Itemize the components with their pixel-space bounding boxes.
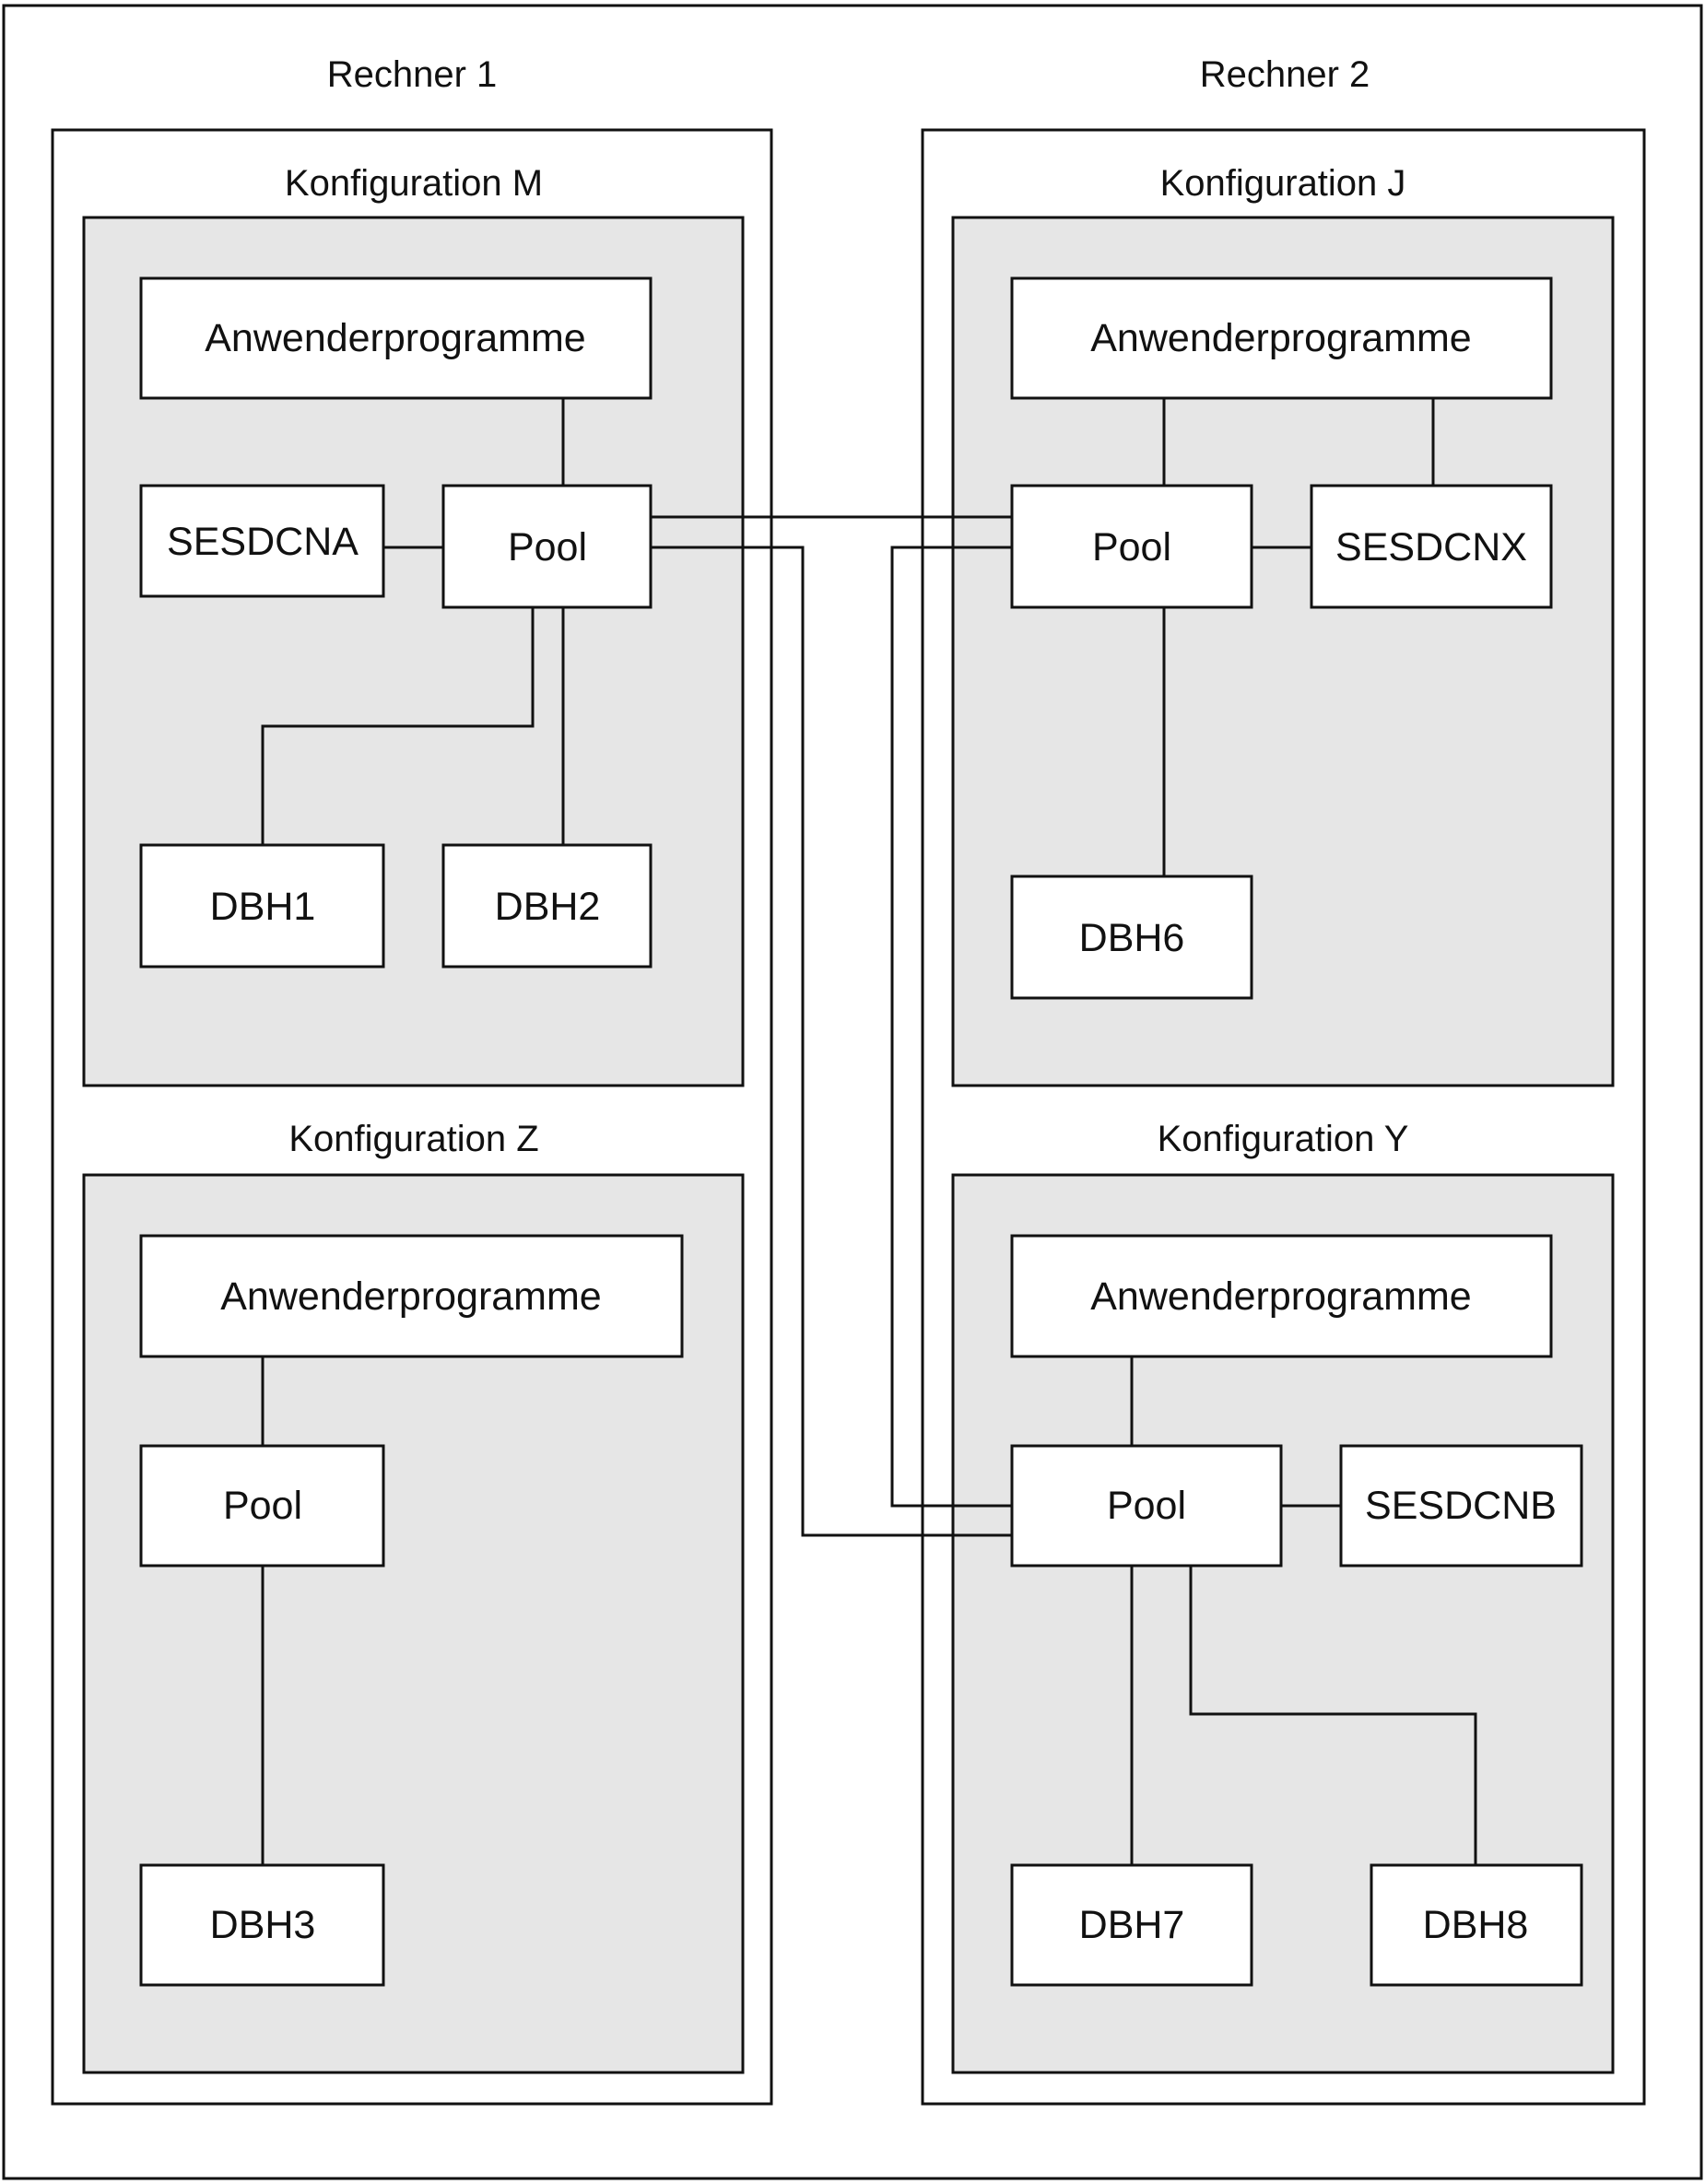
config-y-dbh7-label: DBH7 xyxy=(1079,1903,1185,1947)
config-y-session-label: SESDCNB xyxy=(1365,1484,1557,1528)
config-z-apps-box xyxy=(139,1234,684,1358)
config-m-apps-box xyxy=(139,276,653,400)
config-y-dbh8-label: DBH8 xyxy=(1423,1903,1529,1947)
config-m-dbh2-label: DBH2 xyxy=(495,885,601,929)
config-z-dbh3-label: DBH3 xyxy=(210,1903,316,1947)
config-j-apps-box xyxy=(1010,276,1553,400)
config-j-apps-label: Anwenderprogramme xyxy=(1090,316,1471,360)
config-z-apps-label: Anwenderprogramme xyxy=(220,1274,601,1319)
config-y-apps-box xyxy=(1010,1234,1553,1358)
config-y-dbh8-box xyxy=(1370,1863,1583,1987)
link-pool-j-to-pool-y xyxy=(890,546,1012,1508)
config-m-dbh1-label: DBH1 xyxy=(210,885,316,929)
link-pool-m-to-pool-y xyxy=(651,546,1012,1537)
computer-2-label: Rechner 2 xyxy=(1200,54,1370,95)
config-j-session-box xyxy=(1310,484,1553,609)
config-j-label: Konfiguration J xyxy=(1160,163,1406,204)
config-z-dbh3-box xyxy=(139,1863,385,1987)
config-m-pool-label: Pool xyxy=(508,525,587,569)
config-m-apps-label: Anwenderprogramme xyxy=(205,316,585,360)
config-y-dbh7-box xyxy=(1010,1863,1253,1987)
config-m-label: Konfiguration M xyxy=(285,163,543,204)
link-m-pool-dbh1 xyxy=(261,607,535,845)
config-j-dbh6-box xyxy=(1010,875,1253,1000)
config-j-dbh6-label: DBH6 xyxy=(1079,916,1185,960)
config-y-label: Konfiguration Y xyxy=(1158,1119,1409,1159)
config-m-session-label: SESDCNA xyxy=(167,520,359,564)
config-j-pool-label: Pool xyxy=(1092,525,1171,569)
config-z-pool-box xyxy=(139,1444,385,1568)
computer-1-label: Rechner 1 xyxy=(327,54,498,95)
config-j-pool-box xyxy=(1010,484,1253,609)
config-z-label: Konfiguration Z xyxy=(288,1119,538,1159)
config-y-session-box xyxy=(1339,1444,1583,1568)
page-frame xyxy=(2,4,1703,2180)
config-y-pool-box xyxy=(1010,1444,1283,1568)
config-m-dbh2-box xyxy=(441,843,653,969)
config-z-pool-label: Pool xyxy=(223,1484,302,1528)
config-y-pool-label: Pool xyxy=(1107,1484,1186,1528)
config-m-session-box xyxy=(139,484,385,598)
link-y-pool-dbh8 xyxy=(1189,1566,1477,1865)
config-y-apps-label: Anwenderprogramme xyxy=(1090,1274,1471,1319)
connections xyxy=(261,398,1477,1865)
config-m-pool-box xyxy=(441,484,653,609)
config-j-session-label: SESDCNX xyxy=(1335,525,1527,569)
config-m-dbh1-box xyxy=(139,843,385,969)
